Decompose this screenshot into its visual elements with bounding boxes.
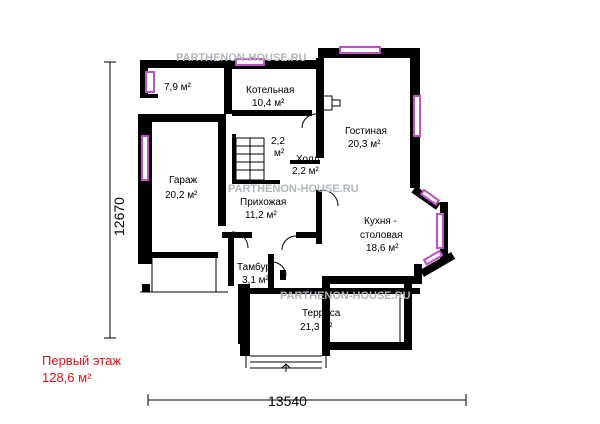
- windows: [141, 46, 444, 266]
- floor-area: 128,6 м²: [42, 370, 92, 385]
- hall-area: 2,2 м²: [292, 166, 320, 177]
- dimension-lines: [104, 61, 467, 406]
- terrace-name: Терраса: [302, 308, 341, 319]
- entrance-hall-name: Прихожая: [240, 197, 286, 208]
- watermark-bottom: PARTHENON-HOUSE.RU: [280, 290, 411, 302]
- boiler-room-name: Котельная: [246, 85, 294, 96]
- garage-name: Гараж: [169, 175, 198, 186]
- watermark-top: PARTHENON-HOUSE.RU: [176, 52, 307, 64]
- watermark-middle: PARTHENON-HOUSE.RU: [228, 183, 359, 195]
- thin-lines: [140, 95, 401, 372]
- living-room-area: 20,3 м²: [348, 139, 381, 150]
- garage-area: 20,2 м²: [165, 190, 198, 201]
- vestibule-area: 3,1 м²: [242, 275, 270, 286]
- entrance-hall-area: 11,2 м²: [245, 210, 277, 221]
- height-dimension: 12670: [111, 197, 127, 236]
- width-dimension: 13540: [268, 393, 307, 409]
- floor-summary: Первый этаж 128,6 м²: [42, 352, 121, 386]
- kitchen-name-line2: столовая: [360, 230, 403, 241]
- terrace-area: 21,3 м²: [300, 322, 333, 333]
- living-room-name: Гостиная: [345, 126, 387, 137]
- kitchen-area: 18,6 м²: [366, 243, 399, 254]
- hall-name: Холл: [296, 154, 320, 165]
- stairs-area-unit: м²: [274, 148, 285, 159]
- small-room-area: 7,9 м²: [164, 82, 192, 93]
- floor-title: Первый этаж: [42, 353, 122, 368]
- kitchen-name-line1: Кухня -: [364, 216, 397, 227]
- walls: [138, 48, 456, 356]
- vestibule-name: Тамбур: [237, 261, 271, 273]
- boiler-room-area: 10,4 м²: [252, 98, 285, 109]
- stairs-area-value: 2,2: [271, 136, 285, 147]
